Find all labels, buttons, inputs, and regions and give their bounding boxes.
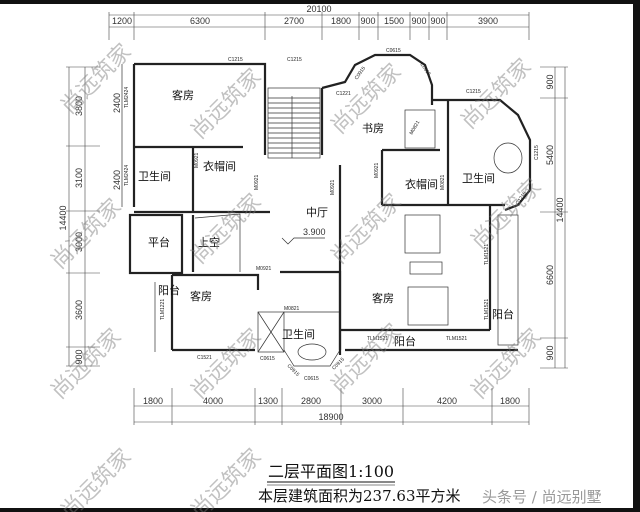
tag-c0615: C0615: [260, 356, 275, 362]
bottom-dim-4: 2800: [301, 396, 321, 406]
left-total-dimension: 14400: [58, 205, 68, 230]
tag-m0821: M0821: [284, 306, 300, 312]
brand-overlay: 头条号 / 尚远别墅: [482, 488, 602, 506]
tag-c1215: C1215: [287, 57, 302, 63]
bottom-dim-6: 4200: [437, 396, 457, 406]
left-dimension-chain: 14400 3800 3100 3000 3600 900 2400 2400: [58, 66, 122, 367]
tag-c0615: C0615: [386, 48, 401, 54]
room-balcony-e: 阳台: [492, 307, 514, 321]
left-dim-4: 3600: [74, 300, 84, 320]
room-balcony-s: 阳台: [394, 334, 416, 348]
bottom-dim-3: 1300: [258, 396, 278, 406]
room-guest-sw: 客房: [190, 289, 212, 303]
tag-c0915: C0915: [418, 62, 431, 78]
top-dim-2: 6300: [190, 16, 210, 26]
top-dim-6: 1500: [384, 16, 404, 26]
room-study: 书房: [362, 122, 384, 135]
room-void: 上空: [198, 235, 220, 249]
tag-tlm1521: TLM1521: [484, 244, 490, 265]
tag-m0921: M0921: [194, 152, 200, 168]
tag-tlm1221: TLM1221: [160, 299, 166, 320]
right-total-dimension: 14400: [555, 197, 565, 222]
tag-m0821: M0821: [409, 120, 422, 136]
bottom-dim-7: 1800: [500, 396, 520, 406]
watermark-text: 尚远筑家: [187, 444, 267, 512]
top-dimension-chain: 20100 1200 6300 2700 1800 900 1500 900 9…: [108, 4, 530, 40]
left-dim-1: 3800: [74, 96, 84, 116]
top-dim-8: 900: [430, 16, 445, 26]
tag-m0921: M0921: [254, 174, 260, 190]
right-dim-1: 900: [545, 74, 555, 89]
tag-c0915: C0915: [354, 65, 367, 81]
tag-c0615: C0615: [304, 376, 319, 382]
watermark-text: 尚远筑家: [187, 324, 267, 404]
left-inner-dim-1: 2400: [112, 93, 122, 113]
watermark-text: 尚远筑家: [57, 444, 137, 512]
room-closet-e: 衣帽间: [405, 177, 438, 191]
floor-level-mark: 3.900: [303, 227, 326, 237]
room-bathroom-e: 卫生间: [462, 171, 495, 185]
tag-c1221: C1221: [336, 91, 351, 97]
room-balcony-sw: 阳台: [158, 283, 180, 297]
room-bathroom-s: 卫生间: [282, 327, 315, 341]
bottom-dim-2: 4000: [203, 396, 223, 406]
top-dim-5: 900: [360, 16, 375, 26]
bottom-frame-band: [0, 508, 640, 512]
top-dim-7: 900: [411, 16, 426, 26]
tag-tlm2424: TLM2424: [124, 87, 130, 108]
tag-c1521: C1521: [197, 355, 212, 361]
tag-m0921: M0921: [374, 162, 380, 178]
top-dim-4: 1800: [331, 16, 351, 26]
left-inner-dim-2: 2400: [112, 170, 122, 190]
opening-tags: C1215 C1215 C1215 C1215 C1215 C1221 C061…: [124, 48, 540, 382]
bottom-dim-5: 3000: [362, 396, 382, 406]
room-bathroom-w: 卫生间: [138, 169, 171, 183]
walls: [121, 53, 532, 367]
room-terrace-w: 平台: [148, 235, 170, 249]
watermark-text: 尚远筑家: [467, 324, 547, 404]
tag-c0915: C0915: [286, 363, 301, 378]
level-triangle-icon: [281, 237, 325, 245]
room-closet-w: 衣帽间: [203, 159, 236, 173]
tag-m0921: M0921: [330, 179, 336, 195]
top-dim-9: 3900: [478, 16, 498, 26]
room-guest-nw: 客房: [172, 88, 194, 102]
tag-m0921: M0921: [256, 266, 272, 272]
tag-c1215: C1215: [228, 57, 243, 63]
tag-tlm1521: TLM1521: [367, 336, 388, 342]
room-central-hall: 中厅: [306, 206, 328, 219]
tag-tlm1521: TLM1521: [484, 299, 490, 320]
tag-m0821: M0821: [440, 174, 446, 190]
right-frame-band: [633, 0, 640, 512]
watermark-text: 尚远筑家: [467, 174, 547, 254]
top-dim-3: 2700: [284, 16, 304, 26]
room-guest-se: 客房: [372, 291, 394, 305]
right-dim-4: 900: [545, 345, 555, 360]
watermark-text: 尚远筑家: [327, 189, 407, 269]
tag-c1215: C1215: [466, 89, 481, 95]
left-dim-3: 3000: [74, 232, 84, 252]
room-labels: 客房 卫生间 衣帽间 中厅 3.900 平台 上空 阳台 客房 卫生间 客房 阳…: [138, 88, 514, 348]
top-total-dimension: 20100: [306, 4, 331, 14]
top-frame-band: [0, 0, 640, 4]
drawing-title: 二层平面图1:100: [268, 462, 394, 481]
watermark-text: 尚远筑家: [47, 324, 127, 404]
right-dimension-chain: 900 5400 6600 900 14400: [540, 66, 568, 369]
area-note: 本层建筑面积为237.63平方米: [258, 487, 461, 505]
tag-c1215: C1215: [534, 145, 540, 160]
left-dim-5: 900: [74, 349, 84, 364]
bottom-total-dimension: 18900: [318, 412, 343, 422]
tag-tlm1521: TLM1521: [446, 336, 467, 342]
watermark-text: 尚远筑家: [187, 189, 267, 269]
left-dim-2: 3100: [74, 168, 84, 188]
bottom-dimension-chain: 1800 4000 1300 2800 3000 4200 1800 18900: [133, 388, 530, 425]
tag-tlm2424: TLM2424: [124, 165, 130, 186]
bottom-dim-1: 1800: [143, 396, 163, 406]
right-dim-2: 5400: [545, 145, 555, 165]
top-dim-1: 1200: [112, 16, 132, 26]
right-dim-3: 6600: [545, 265, 555, 285]
watermark-text: 尚远筑家: [187, 64, 267, 144]
